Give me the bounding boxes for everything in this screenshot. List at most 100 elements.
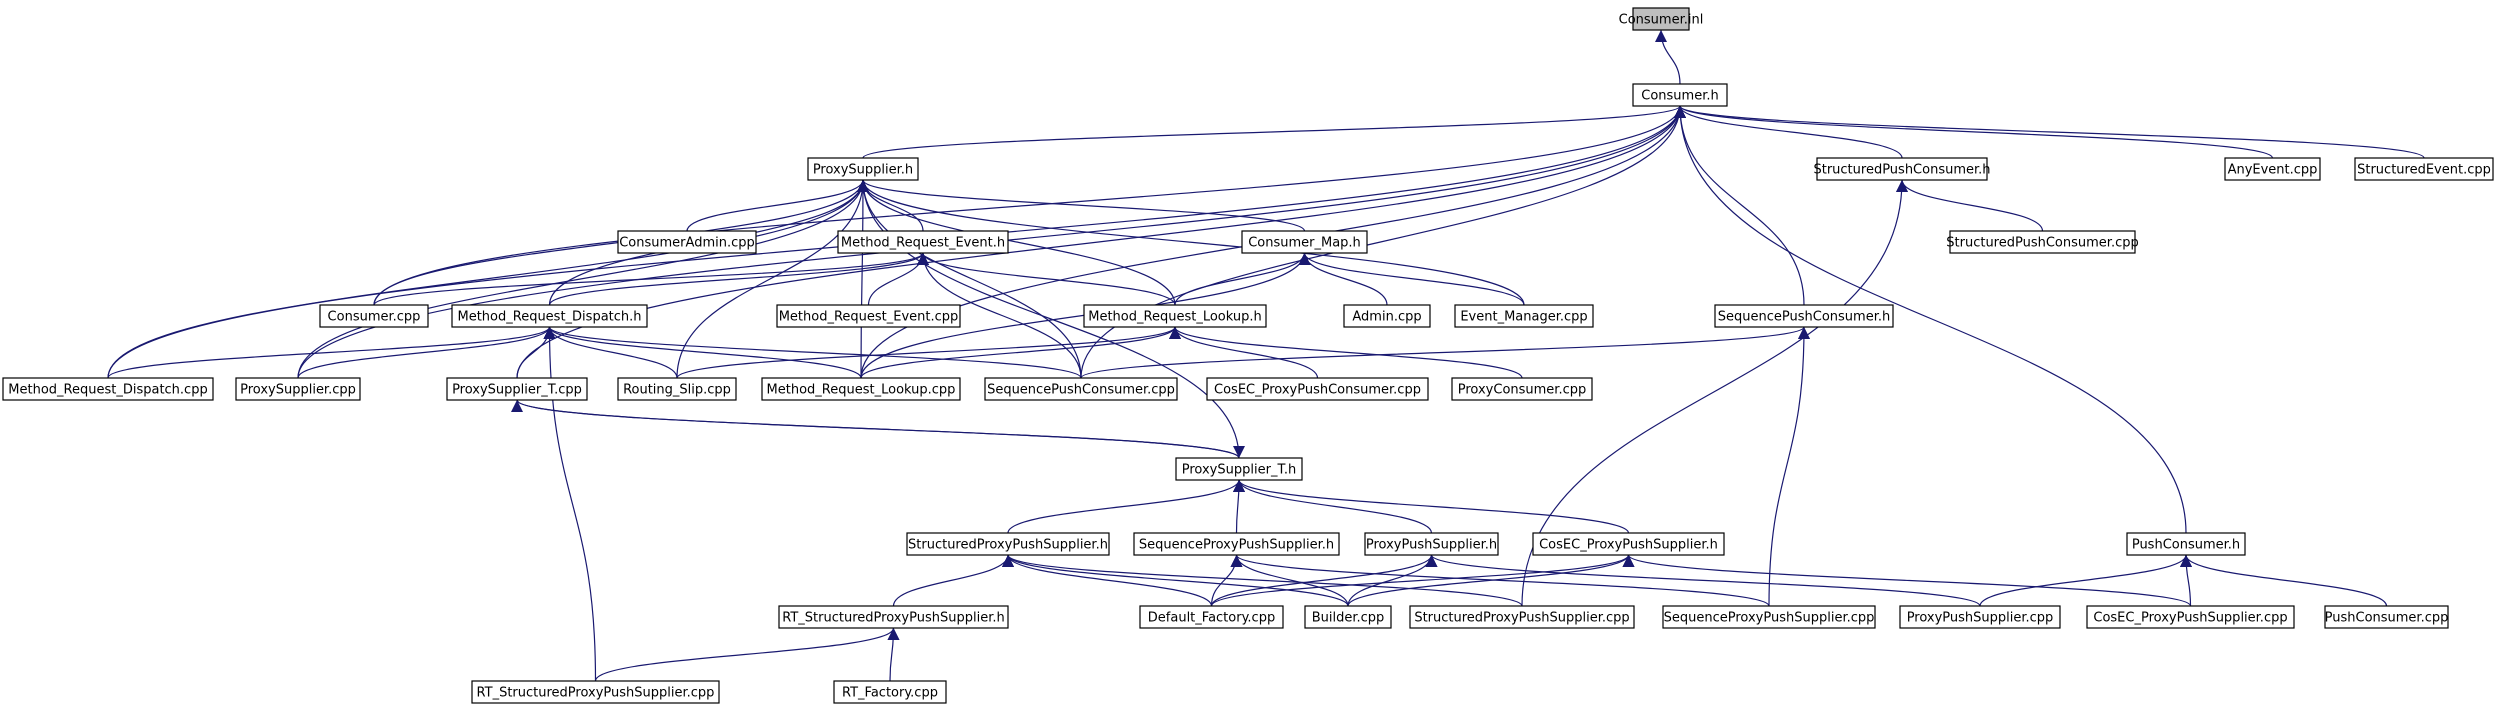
node-box <box>1949 230 2136 254</box>
edge-method-request-lookup-cpp-to-proxysupplier-h <box>856 179 869 379</box>
edge-event-manager-cpp-to-consumer-map-h <box>1298 252 1525 306</box>
node-admin-cpp[interactable]: Admin.cpp <box>1343 304 1431 328</box>
edge-proxysupplier-cpp-to-method-request-dispatch-h <box>297 326 556 379</box>
edge-cosec-proxypushsupplier-cpp-to-pushconsumer-h <box>2180 554 2193 607</box>
node-box <box>1241 230 1368 254</box>
edge-sequenceproxypushsupplier-h-to-proxysupplier-t-h <box>1232 479 1245 534</box>
node-pushconsumer-cpp[interactable]: PushConsumer.cpp <box>2324 605 2449 629</box>
node-label: StructuredEvent.cpp <box>2357 163 2491 178</box>
node-method-request-lookup-h[interactable]: Method_Request_Lookup.h <box>1083 304 1267 328</box>
edge-method-request-lookup-cpp-to-method-request-dispatch-h <box>543 326 862 379</box>
node-label: Method_Request_Lookup.h <box>1088 310 1261 325</box>
node-method-request-dispatch-cpp[interactable]: Method_Request_Dispatch.cpp <box>2 377 214 401</box>
edge-default-factory-cpp-to-structuredproxypushsupplier-h <box>1002 554 1213 607</box>
node-consumer-cpp[interactable]: Consumer.cpp <box>319 304 429 328</box>
node-label: Builder.cpp <box>1312 611 1385 626</box>
node-anyevent-cpp[interactable]: AnyEvent.cpp <box>2224 157 2321 181</box>
node-box <box>1451 377 1593 401</box>
node-method-request-event-cpp[interactable]: Method_Request_Event.cpp <box>776 304 961 328</box>
edge-sequenceproxypushsupplier-cpp-to-sequencepushconsumer-h <box>1768 326 1810 607</box>
node-structuredproxypushsupplier-h[interactable]: StructuredProxyPushSupplier.h <box>906 532 1110 556</box>
edge-structuredpushconsumer-cpp-to-structuredpushconsumer-h <box>1896 179 2044 232</box>
node-box <box>807 157 919 181</box>
node-proxysupplier-t-h[interactable]: ProxySupplier_T.h <box>1175 457 1303 481</box>
node-proxysupplier-cpp[interactable]: ProxySupplier.cpp <box>235 377 361 401</box>
node-proxyconsumer-cpp[interactable]: ProxyConsumer.cpp <box>1451 377 1593 401</box>
edge-consumeradmin-cpp-to-proxysupplier-h <box>686 179 869 232</box>
node-proxysupplier-h[interactable]: ProxySupplier.h <box>807 157 919 181</box>
node-label: ConsumerAdmin.cpp <box>619 236 755 251</box>
edge-proxysupplier-cpp-to-proxysupplier-h <box>297 179 869 379</box>
node-label: Method_Request_Dispatch.cpp <box>8 383 207 398</box>
edge-structuredpushconsumer-h-to-consumer-h <box>1674 105 1903 159</box>
node-pushconsumer-h[interactable]: PushConsumer.h <box>2126 532 2246 556</box>
edge-method-request-event-h-to-proxysupplier-h <box>857 179 924 232</box>
node-consumer-inl[interactable]: Consumer.inl <box>1619 7 1704 31</box>
edge-sequencepushconsumer-cpp-to-proxysupplier-h <box>857 179 1082 379</box>
edge-proxysupplier-h-to-consumer-h <box>862 105 1686 159</box>
node-box <box>1083 304 1267 328</box>
node-label: ProxyPushSupplier.cpp <box>1907 611 2054 626</box>
node-method-request-dispatch-h[interactable]: Method_Request_Dispatch.h <box>451 304 648 328</box>
node-rt-structuredproxypushsupplier-h[interactable]: RT_StructuredProxyPushSupplier.h <box>778 605 1009 629</box>
node-cosec-proxypushconsumer-cpp[interactable]: CosEC_ProxyPushConsumer.cpp <box>1206 377 1429 401</box>
node-proxypushsupplier-cpp[interactable]: ProxyPushSupplier.cpp <box>1899 605 2061 629</box>
edge-sequenceproxypushsupplier-cpp-to-sequenceproxypushsupplier-h <box>1230 554 1770 607</box>
edge-structuredproxypushsupplier-cpp-to-structuredproxypushsupplier-h <box>1002 554 1523 607</box>
node-cosec-proxypushsupplier-h[interactable]: CosEC_ProxyPushSupplier.h <box>1532 532 1725 556</box>
node-label: Consumer_Map.h <box>1248 236 1361 251</box>
node-sequencepushconsumer-cpp[interactable]: SequencePushConsumer.cpp <box>984 377 1178 401</box>
node-label: PushConsumer.h <box>2132 538 2240 553</box>
node-label: Consumer.cpp <box>328 310 421 325</box>
node-cosec-proxypushsupplier-cpp[interactable]: CosEC_ProxyPushSupplier.cpp <box>2086 605 2295 629</box>
node-proxypushsupplier-h[interactable]: ProxyPushSupplier.h <box>1364 532 1499 556</box>
node-consumer-map-h[interactable]: Consumer_Map.h <box>1241 230 1368 254</box>
node-rt-factory-cpp[interactable]: RT_Factory.cpp <box>833 680 947 704</box>
node-event-manager-cpp[interactable]: Event_Manager.cpp <box>1454 304 1594 328</box>
node-box <box>1632 83 1728 107</box>
node-default-factory-cpp[interactable]: Default_Factory.cpp <box>1139 605 1284 629</box>
node-consumeradmin-cpp[interactable]: ConsumerAdmin.cpp <box>617 230 757 254</box>
edge-cosec-proxypushconsumer-cpp-to-method-request-lookup-h <box>1169 326 1319 379</box>
node-box <box>2126 532 2246 556</box>
node-box <box>471 680 720 704</box>
node-box <box>451 304 648 328</box>
node-structuredevent-cpp[interactable]: StructuredEvent.cpp <box>2354 157 2494 181</box>
node-routing-slip-cpp[interactable]: Routing_Slip.cpp <box>617 377 737 401</box>
node-label: Method_Request_Event.cpp <box>779 310 959 325</box>
node-consumer-h[interactable]: Consumer.h <box>1632 83 1728 107</box>
node-sequenceproxypushsupplier-cpp[interactable]: SequenceProxyPushSupplier.cpp <box>1662 605 1876 629</box>
edge-proxyconsumer-cpp-to-method-request-lookup-h <box>1169 326 1523 379</box>
edge-method-request-dispatch-cpp-to-proxysupplier-h <box>107 179 869 379</box>
node-box <box>1532 532 1725 556</box>
node-label: RT_StructuredProxyPushSupplier.cpp <box>477 686 715 701</box>
node-box <box>1662 605 1876 629</box>
node-box <box>761 377 961 401</box>
node-label: Method_Request_Lookup.cpp <box>767 383 956 398</box>
node-label: RT_StructuredProxyPushSupplier.h <box>782 611 1004 626</box>
edge-cosec-proxypushsupplier-cpp-to-cosec-proxypushsupplier-h <box>1622 554 2192 607</box>
node-label: PushConsumer.cpp <box>2325 611 2449 626</box>
edge-routing-slip-cpp-to-method-request-lookup-h <box>676 326 1181 379</box>
node-label: ProxyPushSupplier.h <box>1366 538 1497 553</box>
node-sequencepushconsumer-h[interactable]: SequencePushConsumer.h <box>1714 304 1894 328</box>
edge-proxypushsupplier-h-to-proxysupplier-t-h <box>1233 479 1433 534</box>
node-builder-cpp[interactable]: Builder.cpp <box>1304 605 1392 629</box>
node-box <box>1816 157 1988 181</box>
edge-sequencepushconsumer-cpp-to-method-request-dispatch-h <box>543 326 1082 379</box>
edge-structuredproxypushsupplier-cpp-to-structuredpushconsumer-h <box>1521 179 1908 607</box>
node-label: SequencePushConsumer.h <box>1718 310 1890 325</box>
node-label: CosEC_ProxyPushSupplier.cpp <box>2093 611 2287 626</box>
node-rt-structuredproxypushsupplier-cpp[interactable]: RT_StructuredProxyPushSupplier.cpp <box>471 680 720 704</box>
node-label: Consumer.h <box>1641 89 1718 104</box>
node-label: ProxySupplier.h <box>813 163 913 178</box>
node-proxysupplier-t-cpp[interactable]: ProxySupplier_T.cpp <box>446 377 588 401</box>
node-method-request-event-h[interactable]: Method_Request_Event.h <box>837 230 1009 254</box>
node-structuredproxypushsupplier-cpp[interactable]: StructuredProxyPushSupplier.cpp <box>1409 605 1635 629</box>
node-box <box>906 532 1110 556</box>
node-structuredpushconsumer-h[interactable]: StructuredPushConsumer.h <box>1813 157 1991 181</box>
node-structuredpushconsumer-cpp[interactable]: StructuredPushConsumer.cpp <box>1946 230 2139 254</box>
node-sequenceproxypushsupplier-h[interactable]: SequenceProxyPushSupplier.h <box>1133 532 1340 556</box>
node-method-request-lookup-cpp[interactable]: Method_Request_Lookup.cpp <box>761 377 961 401</box>
